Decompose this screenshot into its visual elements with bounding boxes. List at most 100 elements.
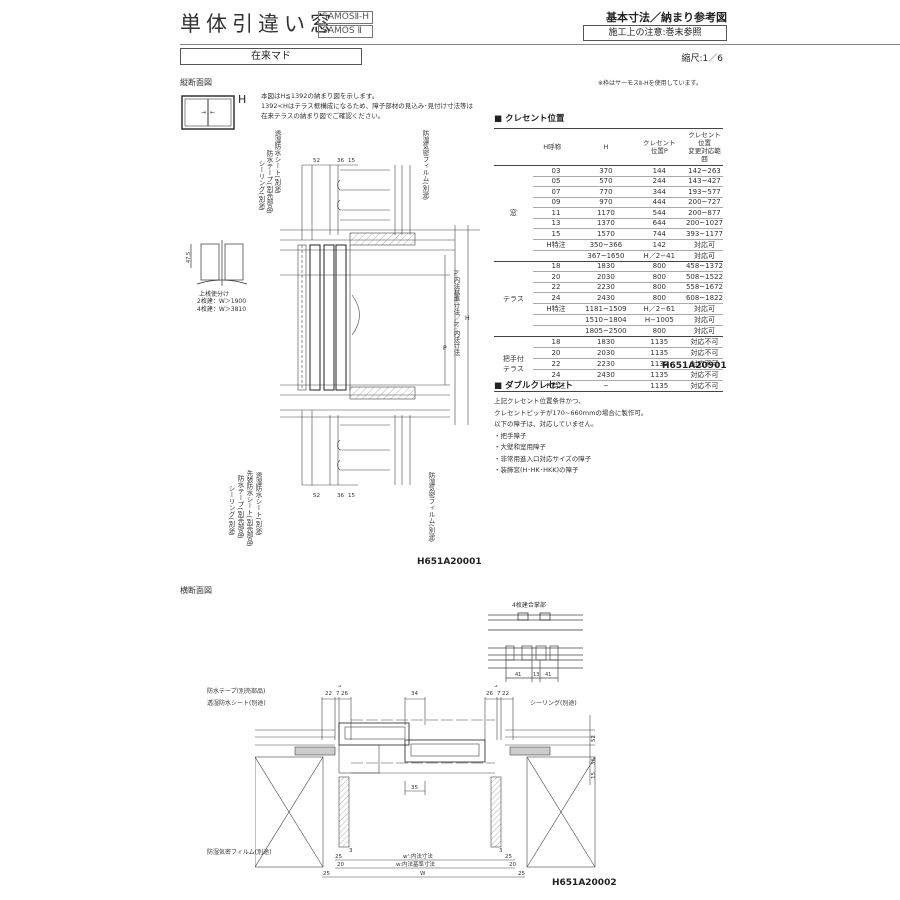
table-cell: 1135: [632, 369, 686, 381]
table-cell: [532, 325, 580, 337]
table-cell: H特注: [532, 303, 580, 315]
dim-35: 35: [411, 785, 418, 791]
table-cell: 対応可: [685, 314, 723, 326]
callout-sealing-bottom: シーリング(別途): [227, 485, 235, 536]
table-cell: −: [579, 380, 633, 392]
upper-rail-label: 上桟使分け: [199, 291, 230, 298]
table-cell: H−1005: [632, 314, 686, 326]
table-cell: 2230: [579, 358, 633, 370]
double-crescent-heading-text: ダブルクレセント: [505, 381, 574, 391]
dim-W: W: [420, 871, 426, 877]
dim-26-left: 26: [341, 691, 348, 697]
table-cell: H特注: [532, 380, 580, 392]
horizontal-section-label: 横断面図: [180, 586, 212, 595]
table-cell: 350~366: [579, 239, 633, 251]
text-line: 以下の障子は、対応していません。: [494, 420, 598, 428]
dim-41-left: 41: [515, 672, 521, 678]
table-cell: 1370: [579, 218, 633, 229]
dim-13: 13: [533, 672, 539, 678]
vertical-section-notes: 本図はH≦1392の納まり図を示します。 1392<Hはテラス框構成になるため、…: [261, 91, 491, 121]
table-cell: 544: [632, 207, 686, 219]
table-cell: 444: [632, 197, 686, 208]
table-cell: 対応可: [685, 250, 723, 262]
upper-rail-conditions: 2枚建：W＞1900 4枚建：W＞3810: [197, 298, 246, 314]
callout-sealing-top: シーリング(別途): [257, 160, 265, 211]
table-cell: 142~263: [685, 165, 723, 177]
note-line: 在来テラスの納まり図でご確認ください。: [261, 112, 385, 120]
table-cell: 対応不可: [685, 336, 723, 348]
table-cell: 対応可: [685, 325, 723, 337]
text-line: クレセントピッチが170~660mmの場合に製作可。: [494, 408, 648, 417]
table-cell: 15: [532, 228, 580, 240]
text-line: ・非常用進入口対応サイズの障子: [494, 454, 592, 463]
table-cell: H／2−41: [632, 250, 686, 262]
table-cell: 22: [532, 358, 580, 370]
table-cell: 18: [532, 336, 580, 348]
table-cell: 24: [532, 369, 580, 381]
table-cell: 対応不可: [685, 358, 723, 370]
crescent-heading-text: クレセント位置: [505, 114, 565, 124]
dim-26-right: 26: [486, 691, 493, 697]
callout-breathable-sheet-h: 透湿防水シート(別途): [207, 700, 266, 707]
table-cell: 2030: [579, 271, 633, 283]
dim-41-right: 41: [545, 672, 551, 678]
dim-25-outer-right: 25: [518, 871, 525, 877]
svg-text:36: 36: [337, 493, 344, 499]
table-cell: 18: [532, 261, 580, 272]
table-cell: 1830: [579, 336, 633, 348]
table-cell: 対応可: [685, 239, 723, 251]
svg-text:15: 15: [348, 158, 355, 164]
table-cell: 対応不可: [685, 380, 723, 392]
dim-3-bottom-right: 3: [499, 848, 503, 854]
table-cell: 193~577: [685, 186, 723, 198]
four-panel-meeting-drawing: 41 13 41: [488, 612, 583, 682]
table-cell: 07: [532, 186, 580, 198]
col-h: H: [579, 128, 633, 166]
document-type: 基本寸法／納まり参考図: [606, 11, 727, 24]
dim-top-52: 52: [313, 158, 320, 164]
callout-vapor-film-h: 防湿気密フィルム(別途): [207, 849, 272, 856]
window-type-label: 在来マド: [180, 48, 362, 65]
dim-inner-width-actual: w':内法寸法: [403, 852, 433, 860]
crescent-heading: ■ クレセント位置: [494, 114, 565, 124]
table-cell: 393~1177: [685, 228, 723, 240]
table-cell: [532, 250, 580, 262]
dim-inner-width-reference: w:内法基準寸法: [396, 860, 436, 868]
table-cell: 2430: [579, 369, 633, 381]
scale-label: 縮尺:1／6: [681, 54, 724, 64]
table-cell: 800: [632, 271, 686, 283]
group-label: テラス: [494, 261, 533, 337]
condition-2-panel: 2枚建：W＞1900: [197, 298, 247, 305]
table-cell: 244: [632, 176, 686, 187]
dim-inner-height: h:内法基準寸法／h':内法寸法: [452, 270, 460, 356]
table-cell: 22: [532, 282, 580, 293]
group-label: 窓: [494, 165, 533, 262]
col-change-range: クレセント位置 変更対応範囲: [685, 128, 723, 166]
table-cell: 200~877: [685, 207, 723, 219]
dim-36: 36: [591, 758, 597, 765]
svg-text:52: 52: [313, 493, 320, 499]
vertical-section-label: 縦断面図: [180, 78, 212, 87]
table-cell: 1170: [579, 207, 633, 219]
table-cell: 1805~2500: [579, 325, 633, 337]
table-header-row: H呼称 H クレセント 位置P クレセント位置 変更対応範囲: [494, 128, 723, 166]
dim-52: 52: [591, 735, 597, 742]
table-cell: 2430: [579, 292, 633, 304]
table-cell: 800: [632, 282, 686, 293]
table-cell: 344: [632, 186, 686, 198]
svg-text:15: 15: [348, 493, 355, 499]
dim-25-inner-left: 25: [335, 854, 342, 860]
table-cell: 800: [632, 292, 686, 304]
